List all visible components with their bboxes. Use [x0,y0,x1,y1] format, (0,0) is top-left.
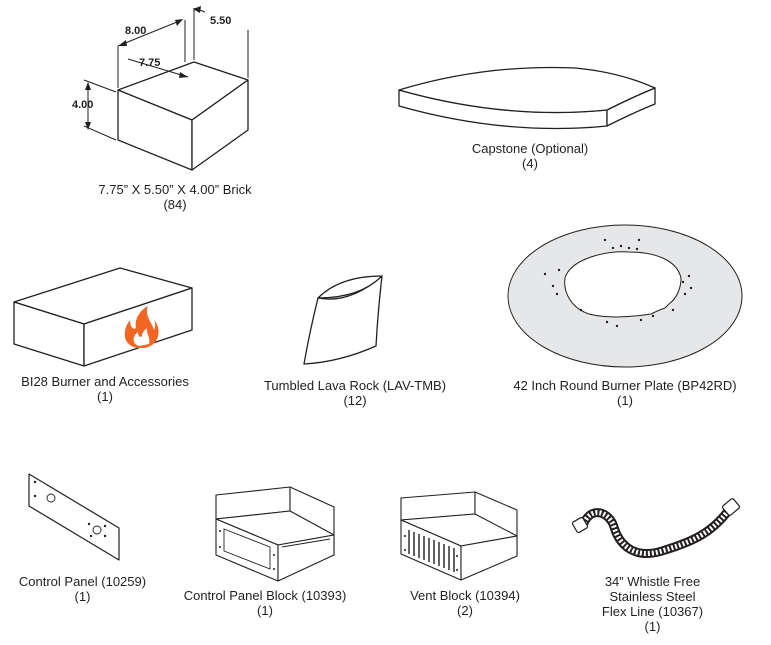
brick-name: 7.75” X 5.50” X 4.00” Brick [98,182,252,197]
control-panel-block-illustration [215,486,335,582]
control-panel-hole [46,493,56,503]
flex-line-illustration [571,498,741,558]
lava-rock-illustration [303,275,383,365]
flex-line-name-line: Flex Line (10367) [601,604,704,619]
burner-plate-illustration [507,224,743,368]
control-panel-qty: (1) [74,589,91,604]
vent-block-illustration [400,491,518,581]
brick-side-face [191,79,249,171]
brick-depth-label: 5.50 [210,15,231,27]
brick-width-label: 8.00 [125,25,146,37]
brick-height-label: 4.00 [72,99,93,111]
control-panel-plate [28,473,120,561]
flex-line-caption: 34” Whistle Free Stainless Steel Flex Li… [570,574,735,634]
control-panel-hole [92,525,102,535]
lava-rock-caption: Tumbled Lava Rock (LAV-TMB) (12) [245,378,465,408]
brick-caption: 7.75” X 5.50” X 4.00” Brick (84) [75,182,275,212]
burner-plate-opening [564,251,682,318]
control-panel-block-caption: Control Panel Block (10393) (1) [165,588,365,618]
flex-line-qty: (1) [644,619,661,634]
flex-line-hose [579,506,733,558]
capstone-illustration [398,66,656,130]
control-panel-block-opening [223,528,271,570]
lava-rock-top [317,275,383,299]
flame-icon [124,306,159,348]
burner-plate-qty: (1) [617,393,633,408]
control-panel-name: Control Panel (10259) [18,574,147,589]
control-panel-caption: Control Panel (10259) (1) [0,574,165,604]
lava-rock-qty: (12) [343,393,367,408]
vent-block-name: Vent Block (10394) [410,588,520,603]
burner-qty: (1) [97,389,113,404]
vent-block-caption: Vent Block (10394) (2) [385,588,545,618]
burner-name: BI28 Burner and Accessories [21,374,189,389]
control-panel-block-qty: (1) [257,603,273,618]
vent-block-qty: (2) [457,603,473,618]
capstone-name: Capstone (Optional) [471,141,589,156]
brick-illustration: 8.00 5.50 7.75 4.00 [72,6,249,171]
lava-rock-name: Tumbled Lava Rock (LAV-TMB) [263,378,447,393]
burner-illustration [13,267,193,367]
brick-qty: (84) [163,197,187,212]
flex-line-fitting [571,498,741,534]
flex-line-name-line: 34” Whistle Free [604,574,701,589]
capstone-caption: Capstone (Optional) (4) [430,141,630,171]
flex-line-name-line: Stainless Steel [609,589,696,604]
burner-plate-name: 42 Inch Round Burner Plate (BP42RD) [513,378,737,393]
burner-plate-caption: 42 Inch Round Burner Plate (BP42RD) (1) [495,378,755,408]
capstone-top [398,66,656,114]
brick-length-label: 7.75 [139,57,160,69]
capstone-qty: (4) [522,156,538,171]
burner-caption: BI28 Burner and Accessories (1) [5,374,205,404]
control-panel-block-name: Control Panel Block (10393) [183,588,347,603]
control-panel-illustration [28,473,120,561]
